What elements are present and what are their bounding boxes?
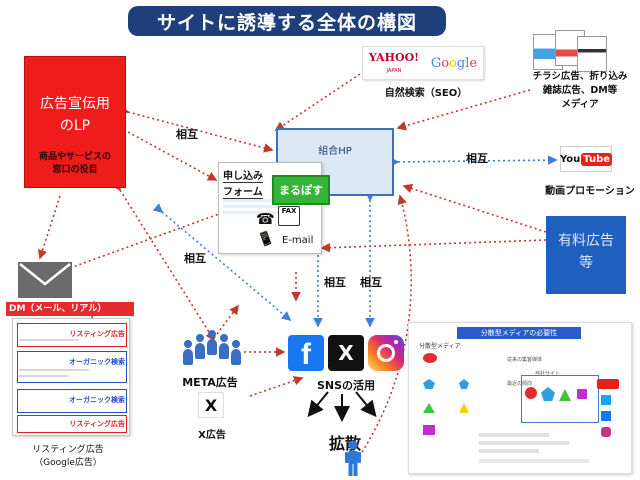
youtube-label: 動画プロモーション: [545, 186, 635, 197]
lp-sub-line1: 商品やサービスの: [38, 152, 111, 162]
yahoo-logo: YAHOO!: [368, 50, 419, 64]
listing-ad-block: [17, 415, 127, 433]
x-ad-label: X広告: [198, 430, 226, 441]
lp-title-line2: のLP: [59, 118, 91, 134]
instagram-icon: [368, 335, 404, 371]
distributed-media-diagram: 分散型メディアの必要性 分散型メディア 従来の集客媒体 最近の傾向 自社サイト: [408, 322, 632, 474]
form-title-line1: 申し込み: [223, 167, 263, 183]
x-icon: X: [328, 335, 364, 371]
media-node-icon: [541, 387, 555, 401]
print-media-line1: チラシ広告、折り込み: [532, 71, 628, 82]
search-results-page: リスティング広告 オーガニック検索 オーガニック検索 リスティング広告: [12, 318, 130, 436]
paid-ad-line1: 有料広告: [558, 233, 614, 249]
envelope-icon: [18, 262, 72, 298]
meta-ad-label: META広告: [182, 376, 238, 389]
serp-row-organic: オーガニック検索: [69, 396, 125, 404]
media-arrow-text: 最近の傾向: [507, 381, 533, 387]
media-diagram-title: 分散型メディアの必要性: [457, 327, 581, 339]
lp-box: 広告宣伝用のLP 商品やサービスの窓口の役目: [24, 56, 126, 188]
lp-title-line1: 広告宣伝用: [40, 96, 110, 112]
flyer-thumbnails: [533, 30, 607, 72]
paid-ad-line2: 等: [579, 255, 593, 271]
email-label: E-mail: [282, 235, 314, 246]
mutual-label: 相互: [176, 128, 198, 141]
google-logo: Google: [430, 55, 478, 71]
own-site-frame: [521, 375, 599, 423]
form-title-line2: フォーム: [223, 183, 263, 199]
x-logo-icon: X: [198, 392, 224, 418]
instagram-mini-icon: [601, 427, 611, 437]
fax-icon: FAX: [278, 206, 300, 226]
form-fields-graphic: [223, 199, 279, 217]
media-node-icon: [423, 379, 435, 389]
media-node-icon: [525, 387, 537, 399]
media-node-icon: [423, 353, 437, 363]
marupo-box: まるぽす: [272, 175, 330, 205]
youtube-mini-icon: [597, 379, 619, 389]
meta-people-icon: [180, 330, 241, 370]
mutual-label: 相互: [360, 276, 382, 289]
print-media-line2: 雑誌広告、DM等: [542, 85, 618, 96]
serp-row-organic: オーガニック検索: [69, 358, 125, 366]
phone-icon: ☎: [256, 210, 275, 228]
search-engine-logos: YAHOO! JAPAN Google: [362, 46, 484, 80]
flyer-image: [577, 36, 607, 72]
listing-label: リスティング広告 （Google広告）: [6, 444, 130, 470]
mutual-label: 相互: [324, 276, 346, 289]
youtube-tube-text: Tube: [581, 152, 613, 166]
media-left-heading: 分散型メディア: [419, 343, 461, 350]
youtube-you-text: You: [559, 153, 581, 165]
listing-label-line1: リスティング広告: [32, 445, 104, 455]
print-media-label: チラシ広告、折り込み 雑誌広告、DM等 メディア: [524, 70, 636, 112]
facebook-mini-icon: [601, 411, 611, 421]
person-icon: [345, 440, 361, 476]
twitter-mini-icon: [601, 395, 611, 405]
listing-label-line2: （Google広告）: [34, 458, 102, 468]
media-node-icon: [459, 379, 469, 389]
media-node-icon: [423, 425, 435, 435]
lp-sub-line2: 窓口の役目: [52, 165, 98, 175]
media-node-icon: [423, 403, 435, 413]
dm-label: DM（メール、リアル）: [6, 302, 134, 316]
listing-ad-block: [17, 323, 127, 347]
organic-block: [17, 351, 127, 383]
serp-row-listing: リスティング広告: [69, 330, 125, 338]
media-node-icon: [577, 389, 587, 399]
facebook-icon: f: [288, 335, 324, 371]
print-media-line3: メディア: [561, 99, 599, 110]
page-title: サイトに誘導する全体の構図: [128, 6, 446, 36]
seo-label: 自然検索（SEO）: [384, 88, 468, 99]
mutual-label: 相互: [466, 152, 488, 165]
organic-block: [17, 389, 127, 413]
yahoo-japan-text: JAPAN: [386, 67, 402, 74]
media-center-sub: 自社サイト: [535, 371, 561, 377]
media-center-heading: 従来の集客媒体: [507, 357, 543, 363]
serp-row-listing: リスティング広告: [69, 420, 125, 428]
mutual-label: 相互: [184, 252, 206, 265]
corporate-hp-label: 組合HP: [318, 145, 352, 157]
paid-ad-box: 有料広告 等: [546, 216, 626, 294]
media-node-icon: [459, 403, 469, 413]
sns-label: SNSの活用: [316, 379, 376, 392]
